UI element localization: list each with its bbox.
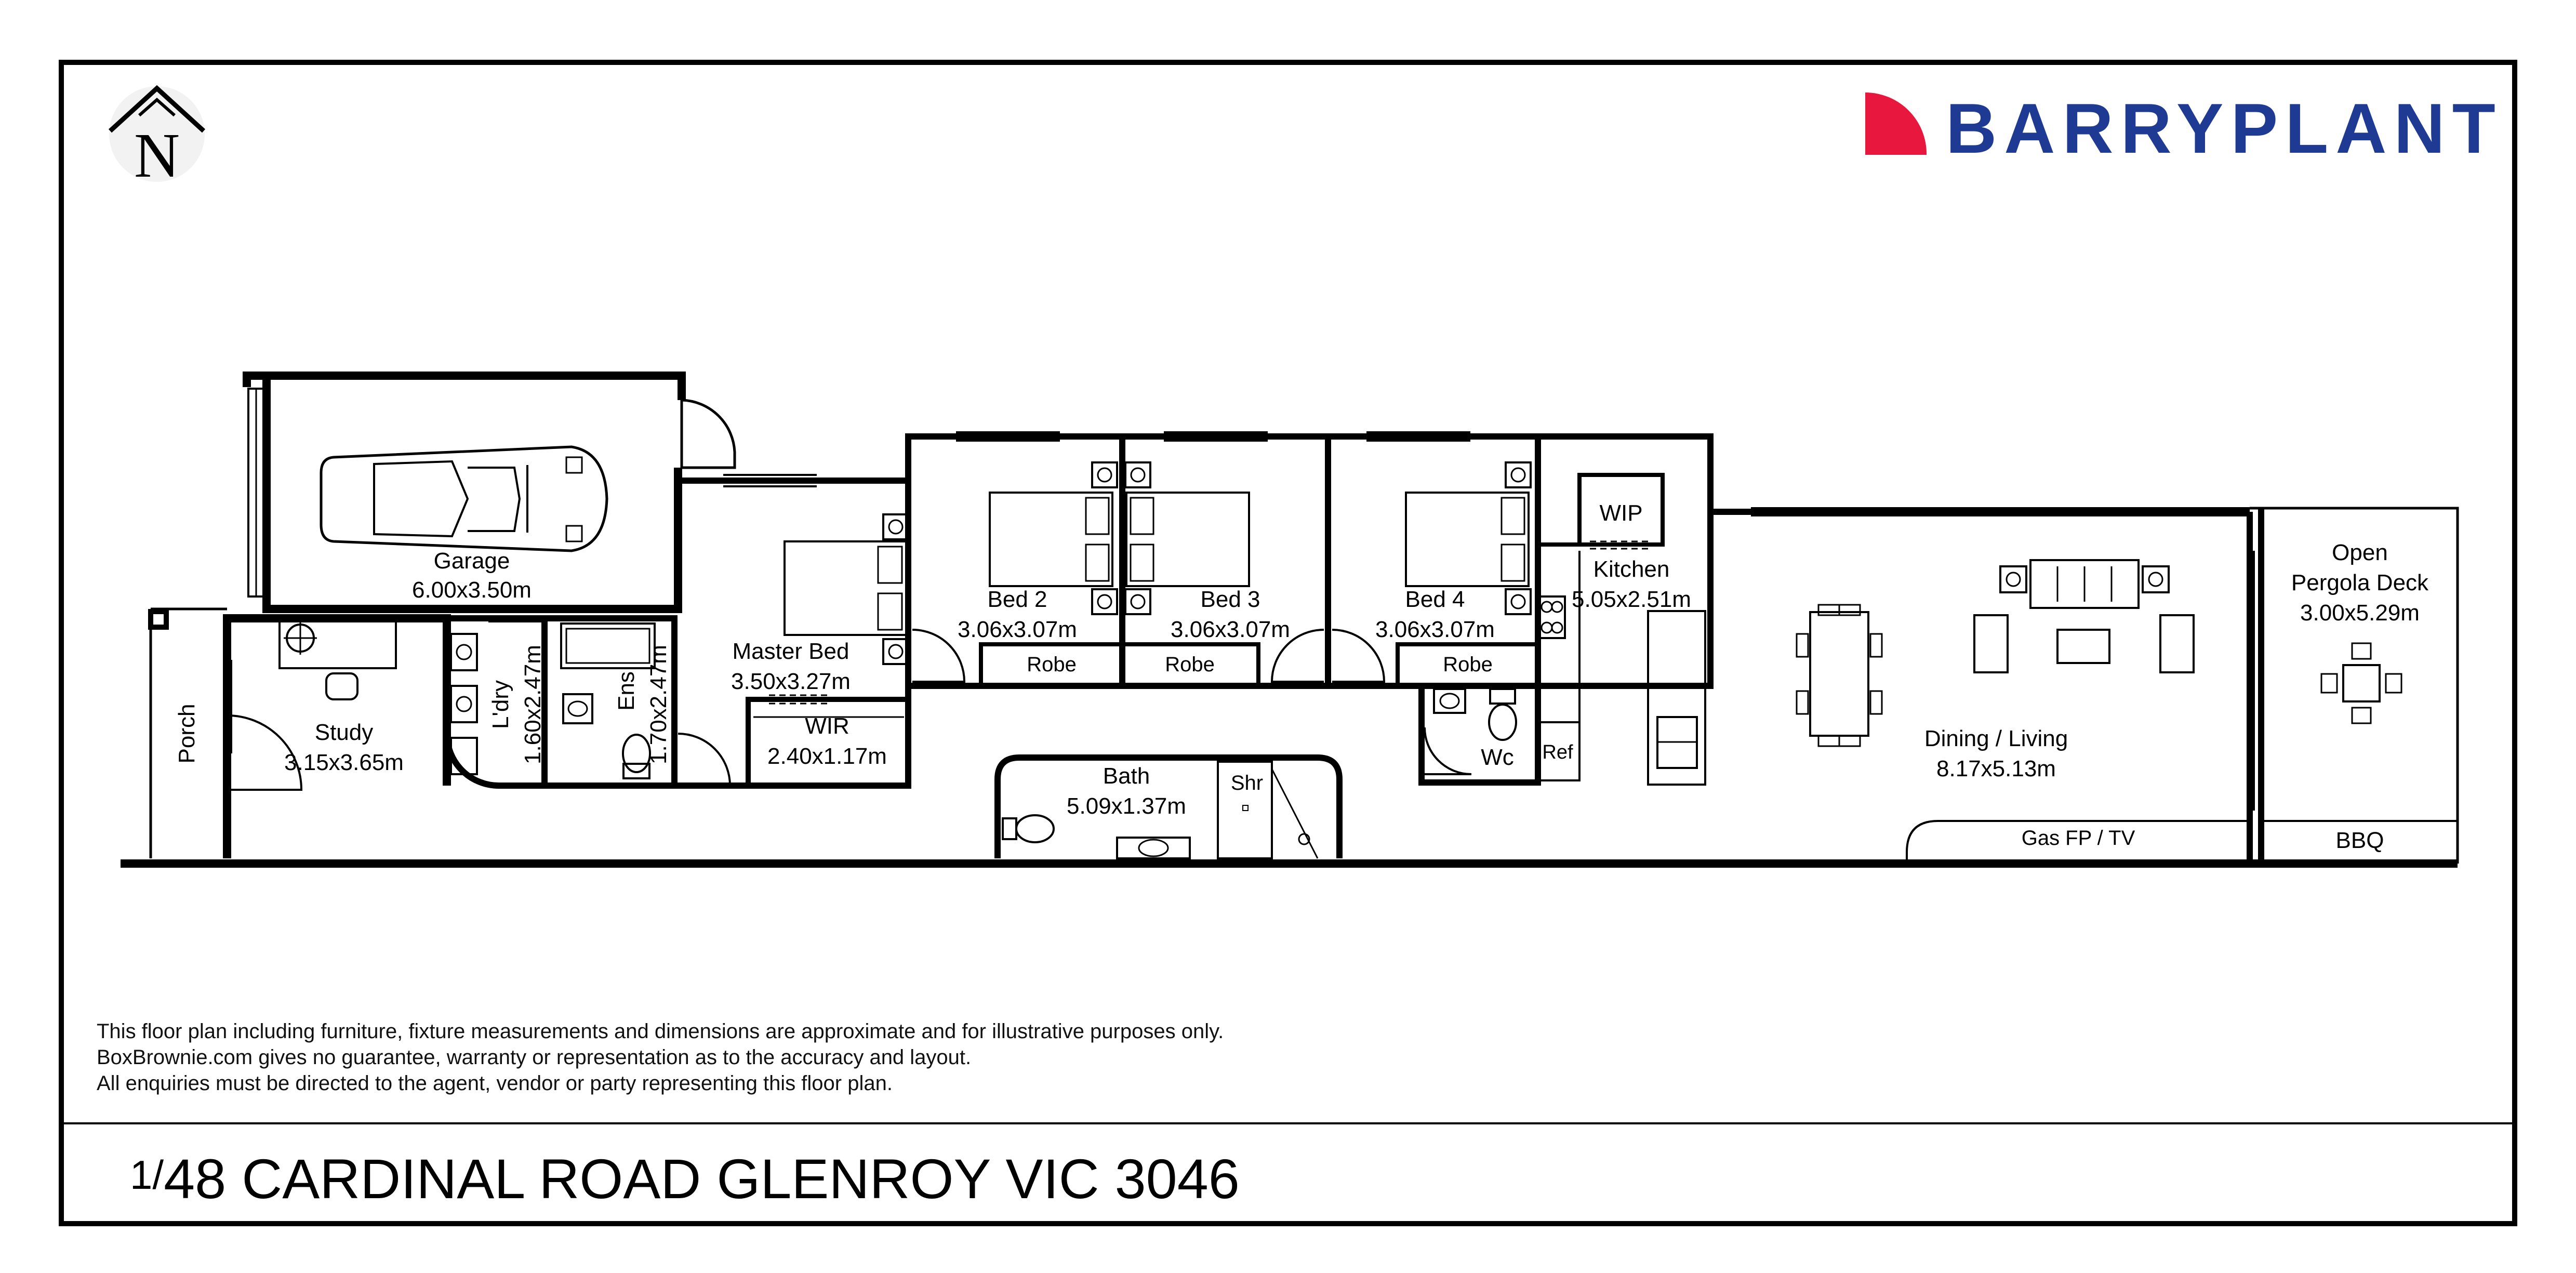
disclaimer-line: BoxBrownie.com gives no guarantee, warra… — [97, 1046, 972, 1069]
compass-label: N — [134, 121, 180, 191]
dining-table-icon — [1796, 604, 1883, 747]
pergola-label-line1: Open — [2332, 540, 2388, 565]
bed3-robe-label: Robe — [1165, 653, 1215, 676]
pergola-dims: 3.00x5.29m — [2300, 600, 2420, 626]
dining-living-room: Gas FP / TV Dining / Living 8.17x5.13m — [1751, 507, 2255, 864]
master-bed-room: Master Bed 3.50x3.27m — [674, 474, 911, 789]
bath-label: Bath — [1103, 763, 1150, 789]
wc-room: Wc — [1418, 686, 1541, 786]
bed3-dims: 3.06x3.07m — [1171, 617, 1290, 642]
pergola-label-line2: Pergola Deck — [2291, 570, 2429, 595]
gas-fp-tv-label: Gas FP / TV — [2022, 827, 2135, 850]
kitchen-label: Kitchen — [1594, 556, 1670, 582]
bed2-room: Bed 2 3.06x3.07m Robe — [912, 461, 1124, 688]
windows-bed-wing — [956, 431, 1470, 442]
brand-logo-icon — [1865, 92, 1927, 155]
bed4-room: Bed 4 3.06x3.07m Robe — [1332, 461, 1540, 688]
property-address: 1/48 CARDINAL ROAD GLENROY VIC 3046 — [130, 1141, 1240, 1213]
ensuite-label: Ens — [614, 671, 639, 711]
wc-label: Wc — [1481, 745, 1514, 770]
study-label: Study — [315, 720, 374, 745]
wir-dims: 2.40x1.17m — [767, 744, 887, 769]
lounge-set-icon — [1973, 559, 2195, 673]
ref-label: Ref — [1542, 741, 1573, 763]
ensuite-dims: 1.70x2.47m — [646, 645, 671, 764]
kitchen-dims: 5.05x2.51m — [1572, 587, 1691, 612]
bed2-label: Bed 2 — [988, 587, 1047, 612]
kitchen-room: WIP Ref Kitchen 5.05x2.51m — [1535, 433, 2250, 786]
bed2-robe-label: Robe — [1027, 653, 1077, 676]
laundry-room: L'dry 1.60x2.47m — [444, 615, 548, 789]
north-arrow-icon: N — [108, 85, 206, 191]
porch-area: Porch — [148, 607, 227, 858]
bath-dims: 5.09x1.37m — [1067, 793, 1186, 819]
study-dims: 3.15x3.65m — [284, 750, 404, 775]
outdoor-table-icon — [2320, 642, 2402, 724]
porch-label: Porch — [174, 704, 200, 764]
garage-label: Garage — [434, 548, 510, 574]
shower-label: Shr — [1231, 772, 1263, 794]
street-address: 48 CARDINAL ROAD GLENROY VIC 3046 — [164, 1147, 1240, 1210]
car-icon — [320, 445, 608, 552]
wip-label: WIP — [1599, 500, 1642, 526]
garage-room: Garage 6.00x3.50m — [243, 372, 736, 613]
bed4-dims: 3.06x3.07m — [1375, 617, 1495, 642]
unit-number: 1/ — [130, 1152, 164, 1198]
bed3-label: Bed 3 — [1201, 587, 1260, 612]
disclaimer-line: This floor plan including furniture, fix… — [97, 1020, 1224, 1043]
disclaimer-line: All enquiries must be directed to the ag… — [97, 1072, 893, 1095]
laundry-dims: 1.60x2.47m — [520, 645, 546, 764]
bed4-robe-label: Robe — [1443, 653, 1493, 676]
brand-name: BARRYPLANT — [1946, 89, 2503, 168]
disclaimer: This floor plan including furniture, fix… — [97, 1018, 1655, 1096]
garage-dims: 6.00x3.50m — [412, 577, 532, 603]
bed4-label: Bed 4 — [1405, 587, 1465, 612]
bed2-dims: 3.06x3.07m — [958, 617, 1077, 642]
dining-living-dims: 8.17x5.13m — [1936, 756, 2056, 781]
laundry-label: L'dry — [488, 680, 513, 729]
bbq-label: BBQ — [2336, 828, 2384, 853]
wir-label: WIR — [805, 713, 849, 739]
study-room: Study 3.15x3.65m — [223, 614, 451, 858]
master-bed-label: Master Bed — [733, 639, 849, 664]
ensuite-room: Ens 1.70x2.47m — [545, 615, 678, 789]
dining-living-label: Dining / Living — [1924, 726, 2068, 751]
bed3-room: Bed 3 3.06x3.07m Robe — [1120, 461, 1324, 688]
wir-room: WIR 2.40x1.17m — [746, 694, 908, 786]
master-bed-dims: 3.50x3.27m — [731, 669, 851, 694]
pergola-deck-area: Open Pergola Deck 3.00x5.29m BBQ — [2250, 507, 2459, 864]
page-frame — [59, 60, 2517, 1226]
bath-room: Shr Bath 5.09x1.37m — [994, 754, 1343, 859]
